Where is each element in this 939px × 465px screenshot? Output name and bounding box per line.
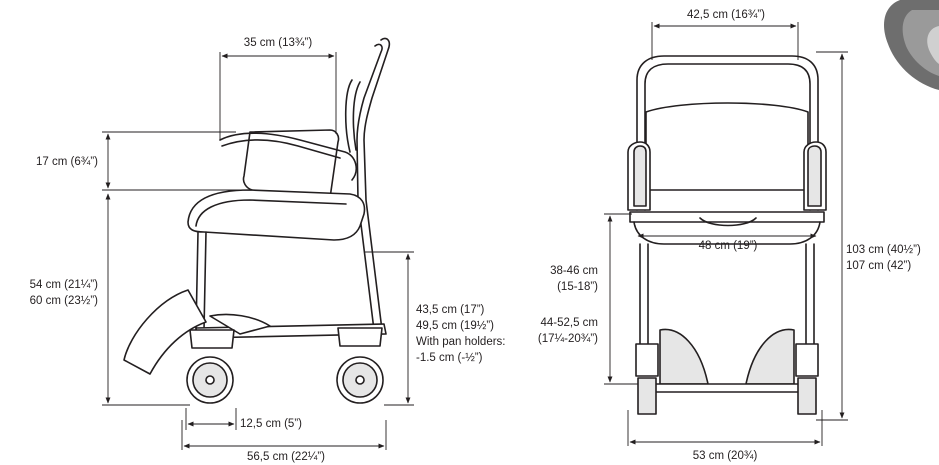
backrest-depth-label: 35 cm (13¾”): [243, 37, 313, 49]
seat-width-label: 48 cm (19”): [698, 240, 758, 252]
side-wheel-front: [186, 356, 234, 404]
seat-height-range-a-label-1: 38-46 cm: [550, 265, 598, 277]
seat-height-range-a-label-2: (15-18”): [557, 281, 598, 293]
seat-height-label-2: 60 cm (23½”): [29, 295, 98, 307]
seat-height-range-b-label-2: (17¼-20¾”): [537, 333, 598, 345]
clearance-label-2: 49,5 cm (19½”): [416, 320, 494, 332]
front-dimension-lines: [604, 22, 848, 446]
side-view-chair: [123, 37, 391, 375]
side-wheel-rear: [336, 356, 384, 404]
seat-height-label-1: 54 cm (21¼”): [29, 279, 98, 291]
clearance-label-1: 43,5 cm (17”): [416, 304, 485, 316]
seat-height-range-b-label-1: 44-52,5 cm: [540, 317, 598, 329]
armrest-height-label: 17 cm (6¾”): [36, 156, 98, 168]
top-width-label: 42,5 cm (16¾”): [687, 9, 765, 21]
clearance-label-4: -1.5 cm (-½”): [416, 352, 483, 364]
total-height-label-1: 103 cm (40½”): [846, 244, 921, 256]
wheel-offset-label: 12,5 cm (5”): [240, 418, 302, 430]
partial-product-icon: [884, 0, 939, 90]
total-length-label: 56,5 cm (22¼”): [247, 451, 325, 463]
front-view-chair: [627, 55, 827, 415]
total-height-label-2: 107 cm (42”): [846, 260, 912, 272]
side-dimension-lines: [102, 52, 414, 450]
total-width-label: 53 cm (20¾): [692, 450, 758, 462]
clearance-label-3: With pan holders:: [416, 336, 506, 348]
